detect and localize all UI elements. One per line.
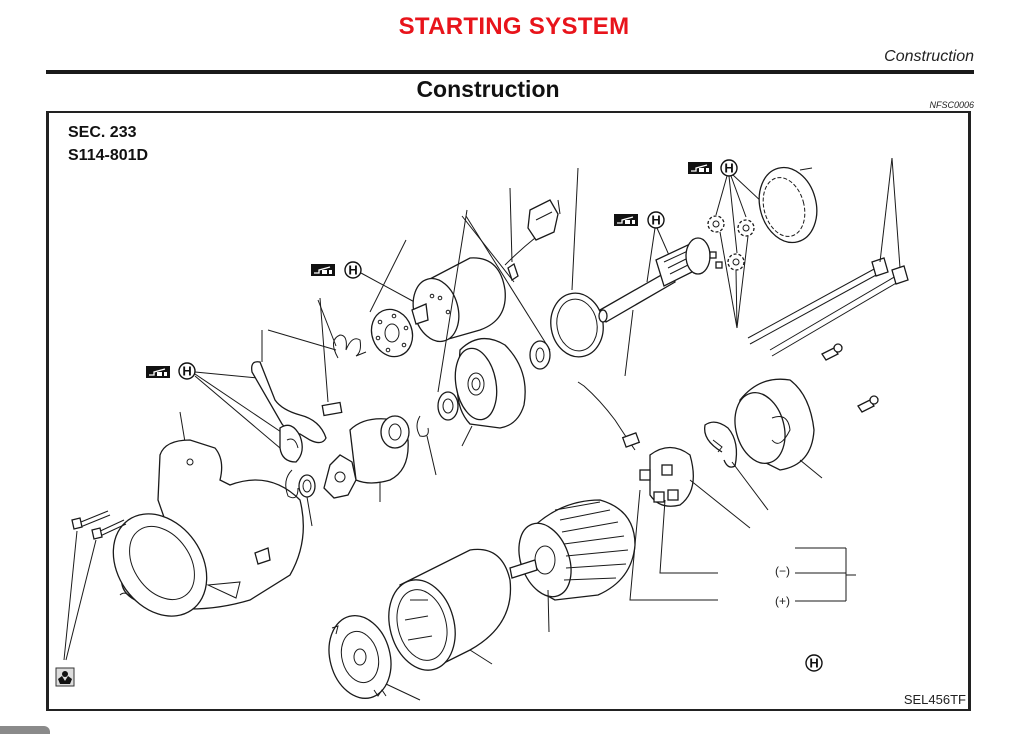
grease-h-symbol xyxy=(178,362,196,380)
model-number: S114-801D xyxy=(68,147,149,164)
leader-line xyxy=(461,215,515,283)
grease-h-symbol xyxy=(720,159,738,177)
section-label: SEC. 233 S114-801D xyxy=(68,121,148,167)
positive-terminal-label: (+) xyxy=(775,594,790,608)
front-bolts xyxy=(63,510,127,661)
internal-gear xyxy=(758,166,818,244)
torque-icon xyxy=(55,667,75,687)
grease-gun-icon xyxy=(310,263,336,277)
rear-bracket-screws xyxy=(821,343,879,413)
through-bolts xyxy=(747,157,909,357)
rear-cover xyxy=(734,378,823,479)
grease-gun-icon xyxy=(145,365,171,379)
grease-callout-lever xyxy=(145,362,291,449)
leader-line xyxy=(465,215,551,351)
magnetic-switch-assembly xyxy=(411,187,561,343)
page-heading: Construction xyxy=(416,76,560,102)
grease-h-legend-symbol xyxy=(805,654,823,672)
negative-terminal-label: (−) xyxy=(775,564,790,578)
leader-line xyxy=(437,209,468,393)
planetary-gears xyxy=(707,215,755,329)
shim-plate xyxy=(328,615,421,701)
section-title: STARTING SYSTEM xyxy=(398,13,630,40)
brush-holder-assembly xyxy=(577,381,751,601)
armature xyxy=(509,499,636,633)
grease-callout-gears xyxy=(687,159,764,254)
grease-h-symbol xyxy=(647,211,665,229)
stopper-plate xyxy=(550,292,604,358)
bottom-page-tab[interactable] xyxy=(0,726,50,734)
shaft-with-planet-gear-carrier xyxy=(598,237,723,377)
dust-cover xyxy=(319,297,343,417)
reference-code: NFSC0006 xyxy=(929,100,974,110)
yoke xyxy=(388,548,512,671)
figure-frame xyxy=(46,111,971,711)
lock-plate xyxy=(703,421,769,511)
packing xyxy=(369,239,414,358)
grease-h-symbol xyxy=(344,261,362,279)
grease-gun-icon xyxy=(687,161,713,175)
polarity-bracket xyxy=(795,547,856,602)
stopper-ring xyxy=(285,391,459,527)
leader-line xyxy=(571,167,579,291)
grease-gun-icon xyxy=(613,213,639,227)
shift-lever xyxy=(251,330,327,463)
section-subtitle: Construction xyxy=(884,48,974,65)
section-number: SEC. 233 xyxy=(68,124,137,141)
torsion-spring xyxy=(267,299,367,359)
gear-case xyxy=(112,411,304,617)
internal-gear-housing xyxy=(454,338,551,447)
figure-id: SEL456TF xyxy=(903,692,966,707)
header-rule xyxy=(46,70,974,74)
pinion-assembly xyxy=(323,415,410,502)
grease-callout-switch xyxy=(310,261,421,306)
